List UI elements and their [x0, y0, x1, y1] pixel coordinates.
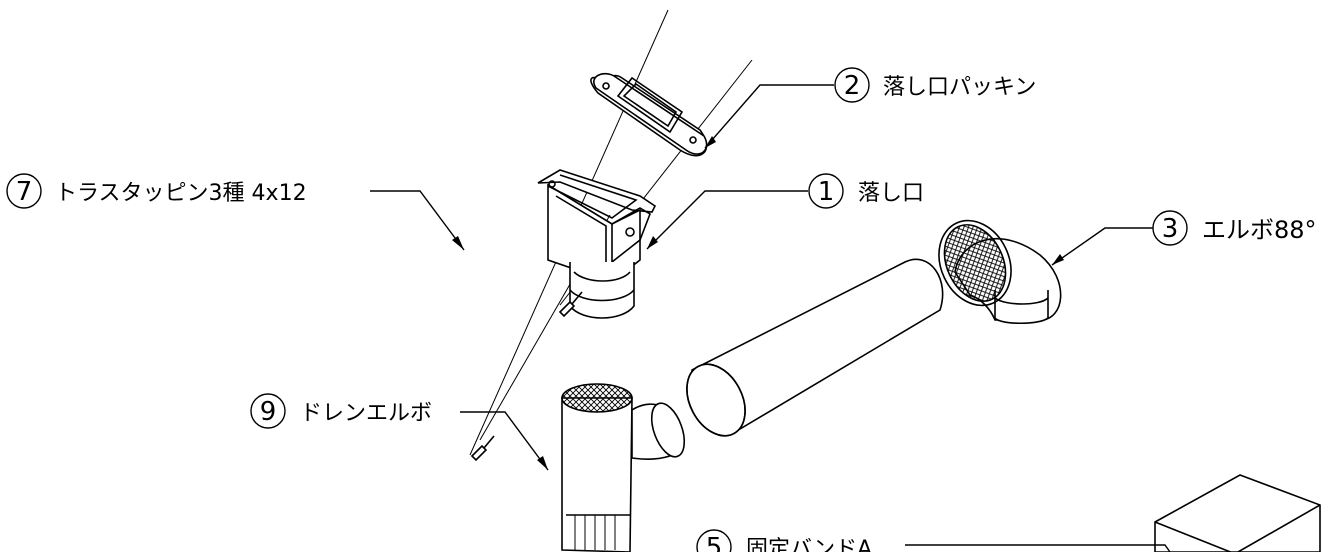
callout-5: 5 固定バンドA	[696, 529, 1171, 552]
callout-9-circle	[250, 393, 286, 429]
callout-9: 9 ドレンエルボ	[250, 393, 549, 471]
callout-7-circle	[6, 173, 42, 209]
callout-2-circle	[834, 67, 870, 103]
callout-9-number: 9	[260, 397, 277, 427]
callout-5-label: 固定バンドA	[746, 537, 872, 552]
part-fixing-band-box	[1154, 474, 1321, 552]
callout-3-circle	[1152, 210, 1188, 246]
part-truss-tapping-screw	[470, 291, 583, 462]
callout-7-number: 7	[16, 177, 33, 207]
part-drop-outlet-gasket	[590, 72, 708, 157]
part-drain-elbow	[561, 383, 686, 552]
callout-5-circle	[696, 529, 732, 552]
callout-9-label: ドレンエルボ	[300, 401, 432, 426]
callout-2-label: 落し口パッキン	[883, 75, 1036, 100]
callout-5-number: 5	[706, 533, 723, 552]
callout-7-label: トラスタッピン3種 4x12	[55, 181, 307, 206]
part-elbow-88	[938, 219, 1062, 325]
callout-3: 3 エルボ88°	[1051, 210, 1317, 266]
part-drop-outlet	[537, 169, 657, 319]
callout-7: 7 トラスタッピン3種 4x12	[6, 173, 465, 251]
callout-1: 1 落し口	[646, 173, 924, 250]
part-straight-pipe	[686, 258, 944, 437]
callout-3-label: エルボ88°	[1202, 216, 1317, 244]
callout-3-number: 3	[1162, 214, 1179, 244]
callout-1-label: 落し口	[858, 181, 924, 206]
callout-2: 2 落し口パッキン	[704, 67, 1036, 149]
callout-2-number: 2	[844, 71, 861, 101]
callout-1-number: 1	[818, 177, 835, 207]
callout-1-circle	[808, 173, 844, 209]
